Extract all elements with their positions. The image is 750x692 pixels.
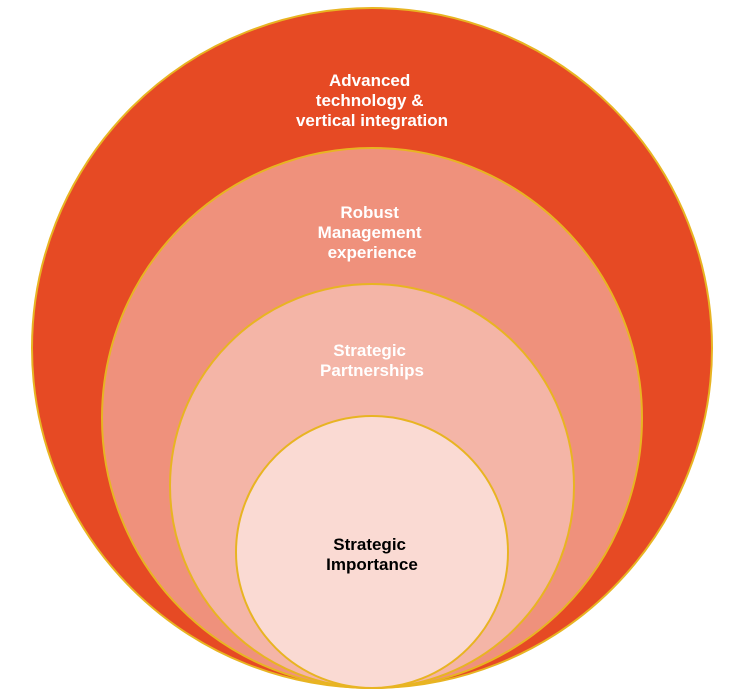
third-circle-label: Strategic Partnerships bbox=[320, 341, 424, 380]
outer-label-line-1: Advanced bbox=[329, 71, 410, 90]
outer-circle-label: Advanced technology & vertical integrati… bbox=[296, 71, 448, 130]
inner-label-line-2: Importance bbox=[326, 555, 418, 574]
third-label-line-2: Partnerships bbox=[320, 361, 424, 380]
inner-circle bbox=[235, 415, 509, 689]
third-label-line-1: Strategic bbox=[333, 341, 406, 360]
second-circle-label: Robust Management experience bbox=[318, 203, 427, 262]
inner-circle-label: Strategic Importance bbox=[326, 535, 418, 574]
second-label-line-2: Management bbox=[318, 223, 422, 242]
outer-label-line-2: technology & bbox=[316, 91, 424, 110]
second-label-line-3: experience bbox=[328, 243, 417, 262]
inner-label-line-1: Strategic bbox=[333, 535, 406, 554]
second-label-line-1: Robust bbox=[340, 203, 399, 222]
outer-label-line-3: vertical integration bbox=[296, 111, 448, 130]
